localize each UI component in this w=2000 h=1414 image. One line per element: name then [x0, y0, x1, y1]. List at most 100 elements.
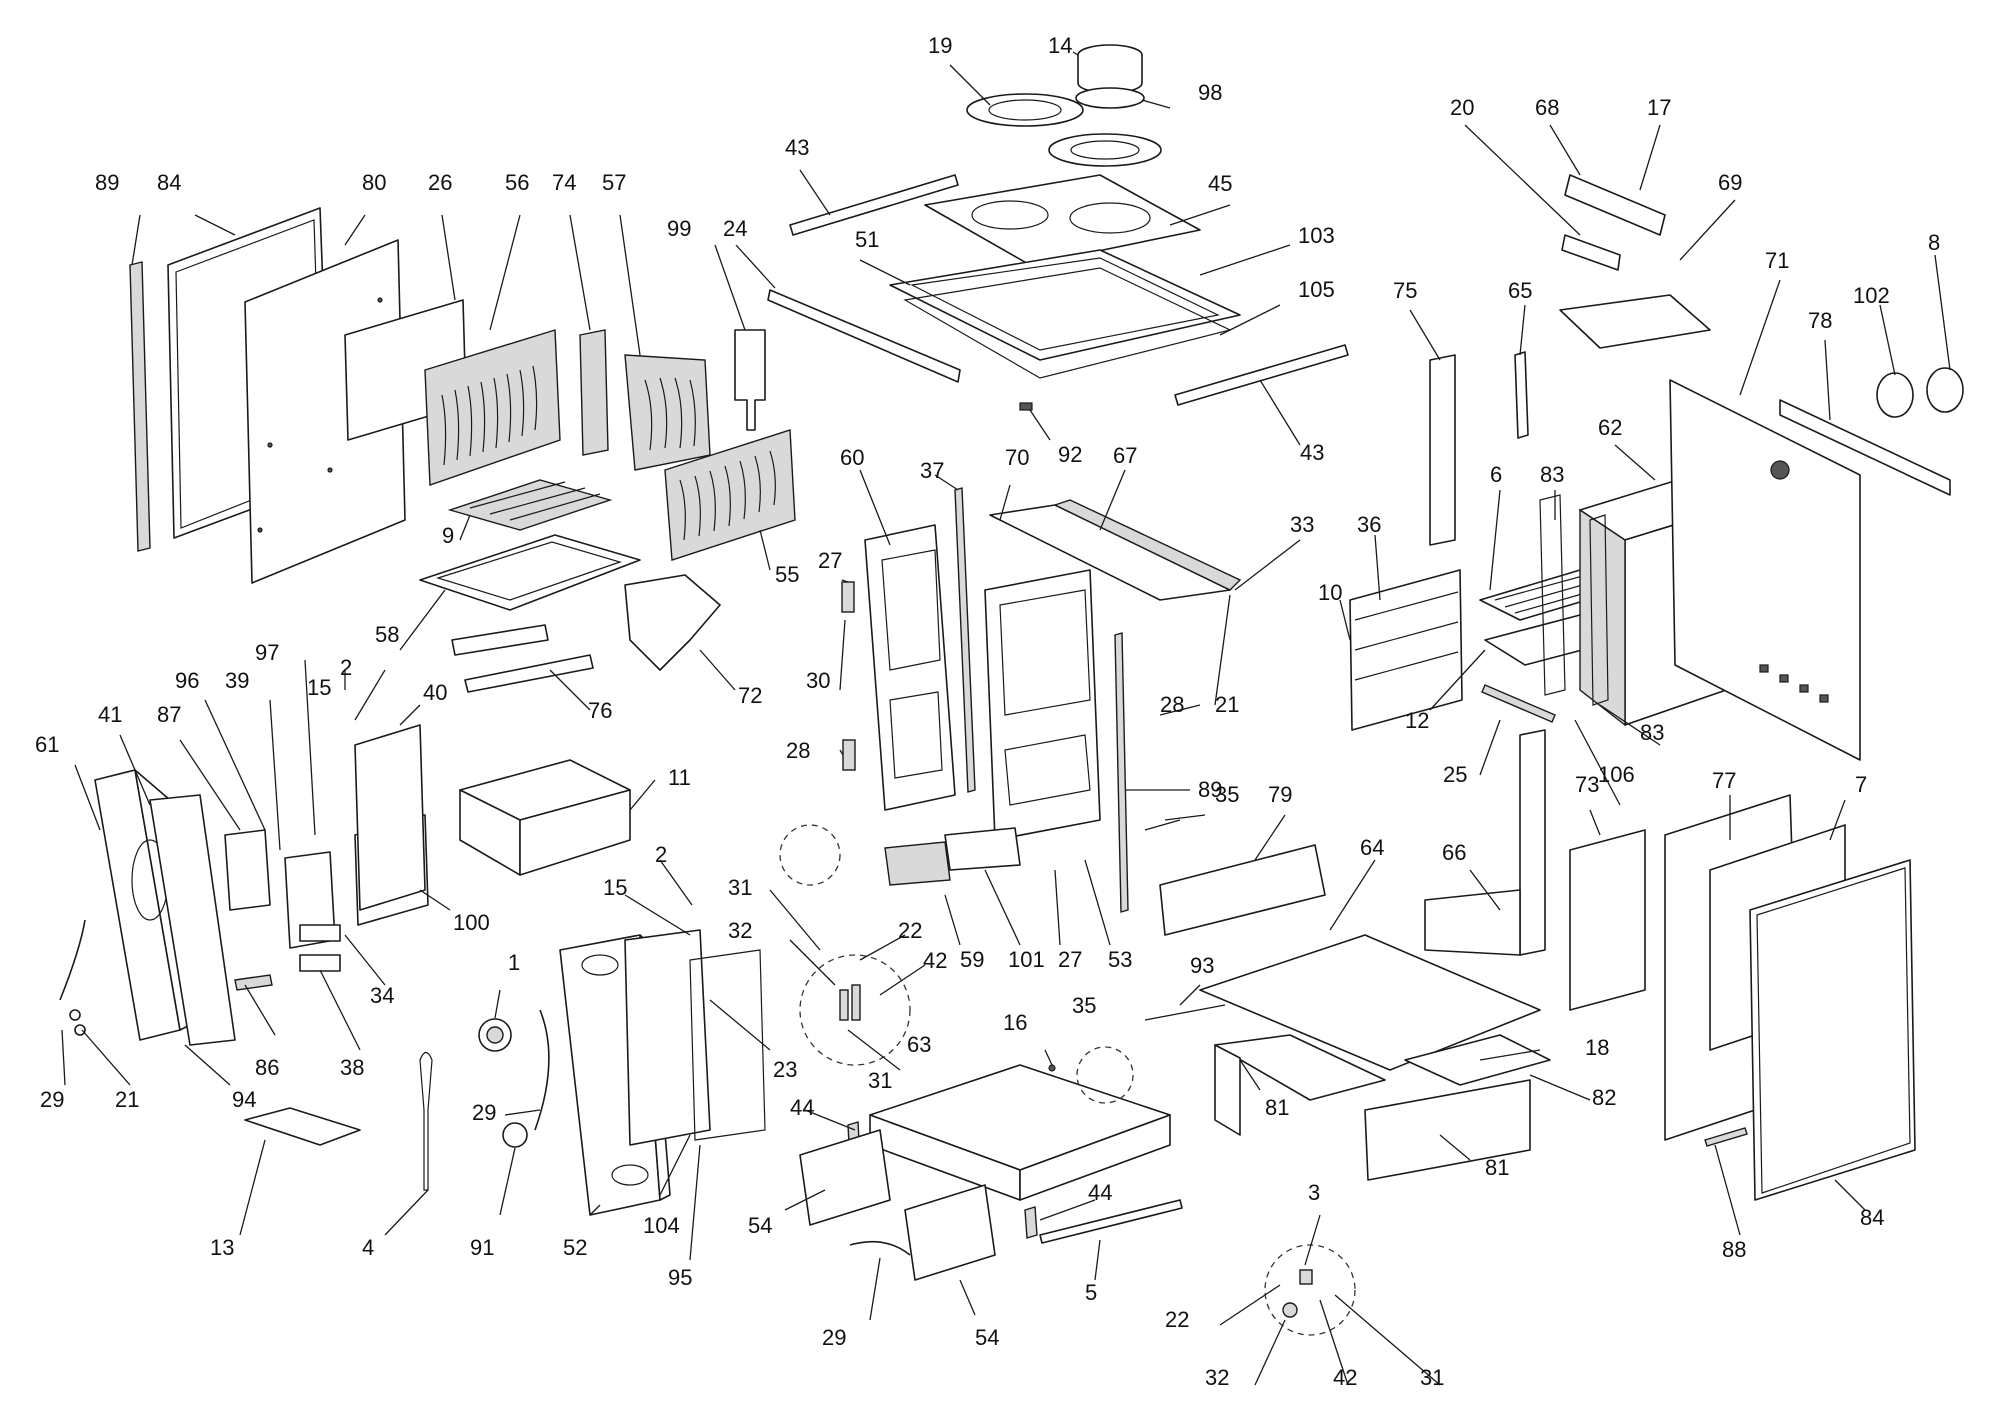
callout-15-top: 15 [307, 675, 331, 700]
callout-28-left: 28 [786, 738, 810, 763]
callout-78: 78 [1808, 308, 1832, 333]
part-80-inner-side-panel [244, 239, 406, 584]
callout-106: 106 [1598, 762, 1635, 787]
callout-25: 25 [1443, 762, 1467, 787]
callout-8: 8 [1928, 230, 1940, 255]
part-65-small-strip [1514, 351, 1529, 439]
part-19-hob-ring [966, 93, 1084, 127]
callout-53: 53 [1108, 947, 1132, 972]
part-37-frame-strip [954, 487, 976, 793]
part-59-101-door-glass [884, 827, 1021, 886]
callout-77: 77 [1712, 768, 1736, 793]
callout-70: 70 [1005, 445, 1029, 470]
callout-labels: 89 84 80 26 56 74 57 99 24 43 51 19 14 9… [35, 33, 1940, 1390]
callout-93: 93 [1190, 953, 1214, 978]
callout-72: 72 [738, 683, 762, 708]
part-66-flue-duct [1424, 729, 1546, 956]
part-29-21-door-handle-left [59, 919, 86, 1036]
part-13-heat-shield [244, 1107, 361, 1146]
callout-86: 86 [255, 1055, 279, 1080]
part-74-firebrick-strip [579, 329, 609, 456]
part-29-drawer-handle [849, 1240, 911, 1256]
callout-71: 71 [1765, 248, 1789, 273]
callout-98: 98 [1198, 80, 1222, 105]
part-64-base-plate [1199, 934, 1541, 1071]
callout-12: 12 [1405, 708, 1429, 733]
callout-27-left: 27 [818, 548, 842, 573]
callout-101: 101 [1008, 947, 1045, 972]
callout-81-left: 81 [1265, 1095, 1289, 1120]
callout-29-door: 29 [472, 1100, 496, 1125]
callout-43-top: 43 [785, 135, 809, 160]
callout-97: 97 [255, 640, 279, 665]
part-9-ash-grate [447, 479, 613, 531]
part-58-ash-pan [419, 534, 641, 611]
part-75-side-strip [1429, 354, 1456, 546]
callout-35-bottom: 35 [1072, 993, 1096, 1018]
callout-20: 20 [1450, 95, 1474, 120]
part-100-40-oven-door-glass [354, 724, 426, 911]
callout-4: 4 [362, 1235, 374, 1260]
callout-82: 82 [1592, 1085, 1616, 1110]
callout-32-bottom: 32 [1205, 1365, 1229, 1390]
callout-83-top: 83 [1540, 462, 1564, 487]
part-11-ash-box [459, 759, 631, 876]
callout-39: 39 [225, 668, 249, 693]
callout-95: 95 [668, 1265, 692, 1290]
part-41-door-glass [149, 794, 236, 1046]
callout-87: 87 [157, 702, 181, 727]
callout-17: 17 [1647, 95, 1671, 120]
part-72-deflector [624, 574, 721, 671]
part-29-oven-door-handle [534, 1009, 550, 1131]
leader-lines [61, 51, 1951, 1386]
part-54-drawer-fronts [799, 1129, 996, 1281]
callout-83-bottom: 83 [1640, 720, 1664, 745]
callout-7: 7 [1855, 772, 1867, 797]
callout-23: 23 [773, 1057, 797, 1082]
part-69-flue-plate [1559, 294, 1711, 349]
callout-26: 26 [428, 170, 452, 195]
part-30-27-hinge [841, 581, 856, 771]
callout-31-top: 31 [728, 875, 752, 900]
part-63-drawer [869, 1064, 1171, 1201]
part-24-top-rail-front [767, 289, 961, 383]
callout-37: 37 [920, 458, 944, 483]
callout-65: 65 [1508, 278, 1532, 303]
callout-41: 41 [98, 702, 122, 727]
callout-64: 64 [1360, 835, 1384, 860]
callout-11: 11 [668, 765, 691, 790]
part-84-right-side-panel [1749, 859, 1916, 1201]
callout-99: 99 [667, 216, 691, 241]
callout-89: 89 [95, 170, 119, 195]
part-93-35-rods [1144, 819, 1226, 1021]
part-91-knob [502, 1122, 528, 1148]
callout-100: 100 [453, 910, 490, 935]
part-14-hob-lid [1077, 44, 1143, 94]
callout-79: 79 [1268, 782, 1292, 807]
callout-43-right: 43 [1300, 440, 1324, 465]
part-81-base-front [1214, 1034, 1531, 1181]
callout-105: 105 [1298, 277, 1335, 302]
callout-84: 84 [157, 170, 181, 195]
part-89-side-trim-strip [129, 261, 151, 552]
callout-88: 88 [1722, 1237, 1746, 1262]
callout-63: 63 [907, 1032, 931, 1057]
callout-27-right: 27 [1058, 947, 1082, 972]
part-98-gasket-ring [1075, 87, 1145, 109]
callout-22-top: 22 [898, 918, 922, 943]
callout-58: 58 [375, 622, 399, 647]
callout-34: 34 [370, 983, 394, 1008]
callout-19: 19 [928, 33, 952, 58]
callout-66: 66 [1442, 840, 1466, 865]
callout-1: 1 [508, 950, 520, 975]
callout-54-right: 54 [975, 1325, 999, 1350]
callout-3: 3 [1308, 1180, 1320, 1205]
callout-5: 5 [1085, 1280, 1097, 1305]
callout-18: 18 [1585, 1035, 1609, 1060]
callout-94: 94 [232, 1087, 256, 1112]
callout-74: 74 [552, 170, 576, 195]
callout-59: 59 [960, 947, 984, 972]
callout-44-top: 44 [790, 1095, 814, 1120]
part-70-67-top-channel [989, 499, 1242, 601]
